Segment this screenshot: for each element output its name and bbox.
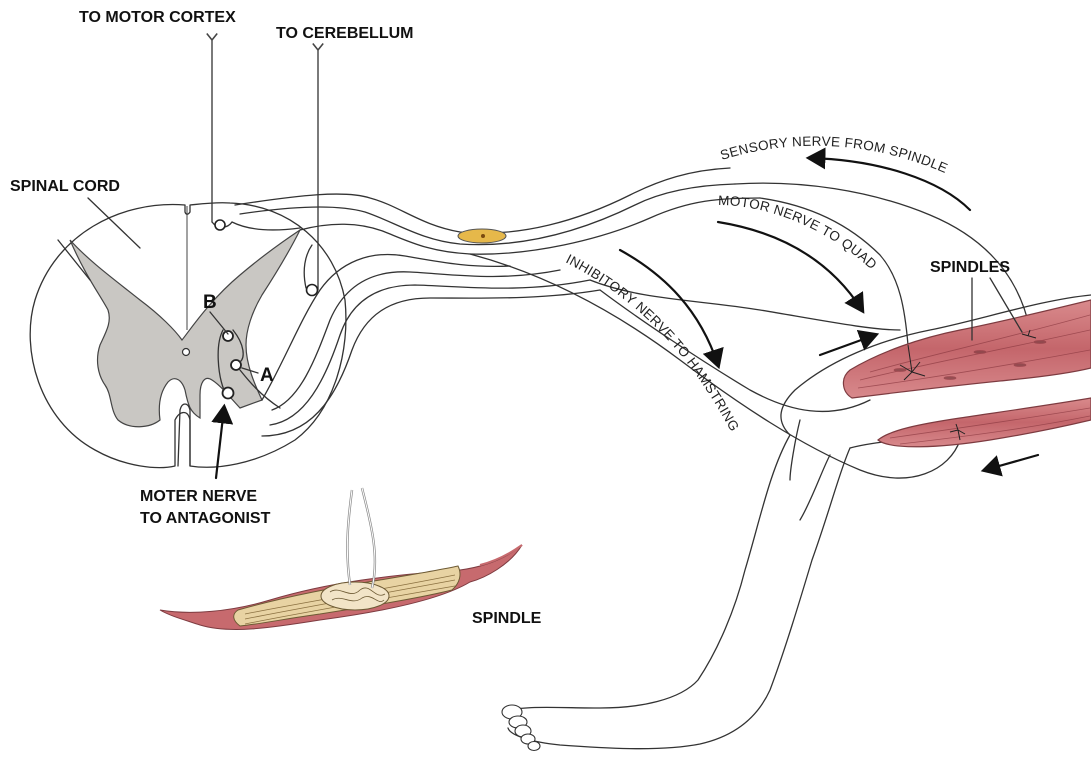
label-motor-nerve: MOTOR NERVE TO QUAD [718, 193, 880, 272]
label-sensory-nerve: SENSORY NERVE FROM SPINDLE [718, 134, 950, 176]
label-inhibitory-nerve: INHIBITORY NERVE TO HAMSTRING [564, 251, 742, 433]
label-spindles: SPINDLES [930, 259, 1010, 276]
label-moter-nerve-line2: TO ANTAGONIST [140, 510, 271, 527]
label-point-b: B [203, 292, 217, 313]
nerve-bundle [235, 168, 760, 436]
label-moter-nerve-line1: MOTER NERVE [140, 488, 257, 505]
leg [502, 278, 1091, 751]
label-spindle: SPINDLE [472, 610, 542, 627]
label-point-a: A [260, 365, 274, 386]
label-spinal-cord: SPINAL CORD [10, 178, 120, 195]
hamstring-muscle [878, 398, 1091, 447]
label-to-cerebellum: TO CEREBELLUM [276, 25, 413, 42]
label-to-motor-cortex: TO MOTOR CORTEX [79, 9, 236, 26]
quad-muscle [843, 300, 1091, 398]
synapse-b [223, 331, 233, 341]
synapse-a [231, 360, 241, 370]
